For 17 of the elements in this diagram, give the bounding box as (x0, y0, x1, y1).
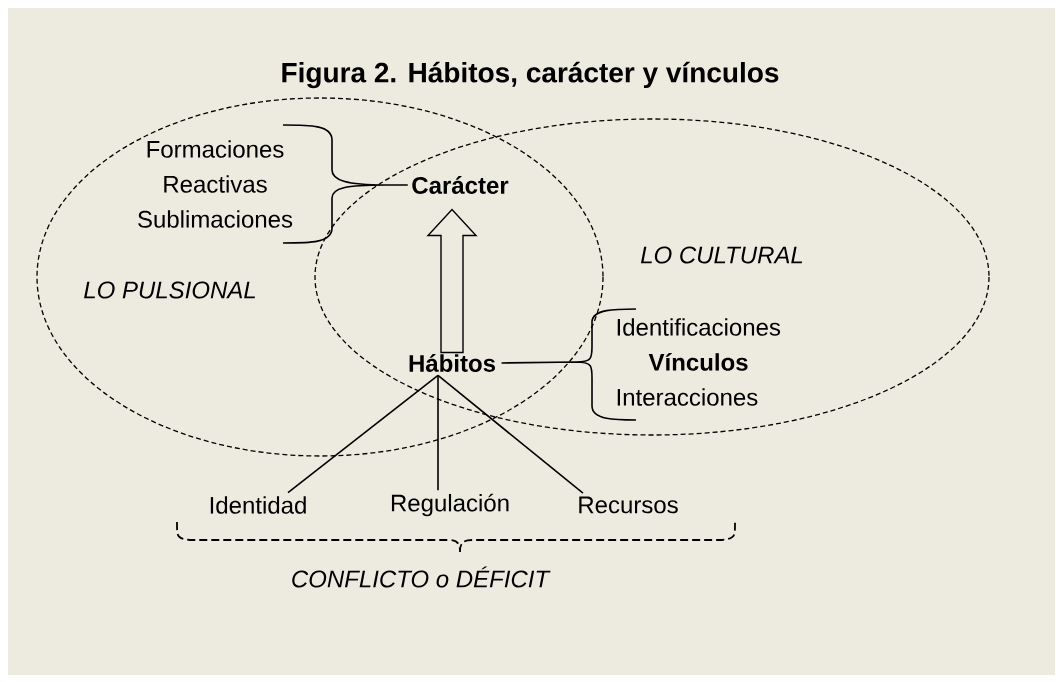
title: Figura 2. Hábitos, carácter y vínculos (282, 61, 779, 89)
concept-label: Identidad (210, 496, 306, 514)
concept-label: Recursos (579, 496, 678, 514)
connector-line (287, 374, 439, 494)
connector-line (437, 374, 439, 491)
brace (500, 308, 637, 421)
term-list: Identificaciones Vínculos Interacciones (617, 318, 781, 406)
brace (282, 124, 409, 244)
region-label: LO PULSIONAL (84, 281, 255, 299)
concept-label: Hábitos (409, 354, 495, 372)
connector-line (437, 374, 584, 494)
concept-label: Carácter (412, 176, 509, 194)
region-label: LO CULTURAL (640, 246, 803, 264)
block-arrow (426, 208, 478, 354)
concept-label: Regulación (391, 493, 509, 517)
term-list: Formaciones Reactivas Sublimaciones (138, 140, 293, 228)
region-label: CONFLICTO o DÉFICIT (292, 566, 551, 588)
